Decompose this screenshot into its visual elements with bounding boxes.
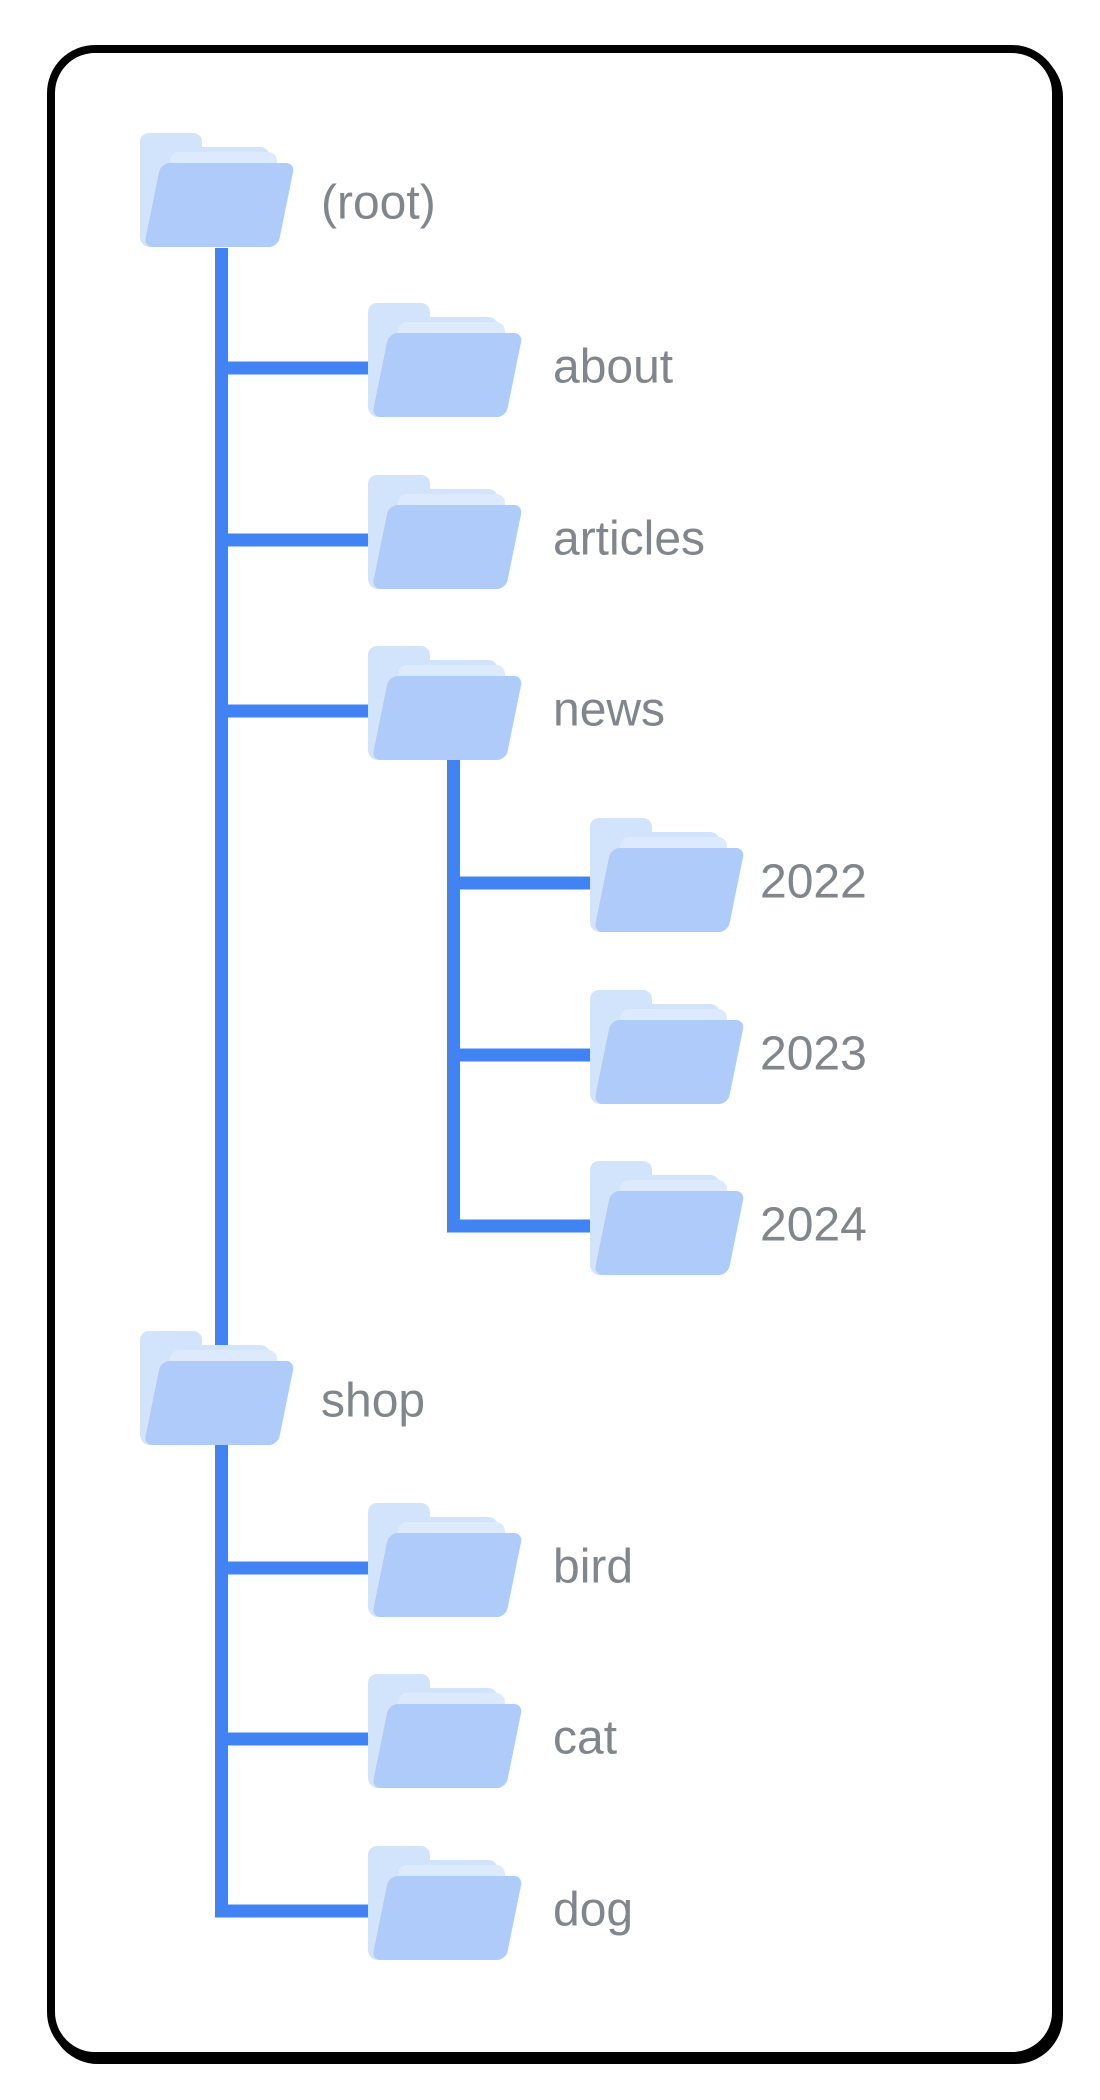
open-folder-icon (368, 1503, 523, 1617)
open-folder-icon (368, 1846, 523, 1960)
folder-label: (root) (321, 176, 436, 230)
tree-node-2023: 2023 (590, 990, 867, 1104)
open-folder-icon (590, 990, 745, 1104)
open-folder-icon (140, 1331, 295, 1445)
folder-label: shop (321, 1374, 426, 1428)
tree-node-2022: 2022 (590, 818, 867, 932)
open-folder-icon (590, 818, 745, 932)
open-folder-icon (368, 475, 523, 589)
folder-label: articles (553, 512, 706, 566)
open-folder-icon (590, 1161, 745, 1275)
folder-label: dog (553, 1883, 634, 1937)
tree-node-about: about (368, 303, 673, 417)
tree-node-bird: bird (368, 1503, 633, 1617)
folder-label: cat (553, 1711, 618, 1765)
open-folder-icon (368, 646, 523, 760)
tree-node-cat: cat (368, 1674, 617, 1788)
folder-label: news (553, 683, 666, 737)
open-folder-icon (368, 303, 523, 417)
tree-node-articles: articles (368, 475, 705, 589)
folder-label: about (553, 340, 674, 394)
tree-connector-lines (215, 248, 653, 1918)
tree-node-dog: dog (368, 1846, 633, 1960)
tree-node-news: news (368, 646, 665, 760)
open-folder-icon (368, 1674, 523, 1788)
folder-label: 2023 (760, 1027, 867, 1081)
tree-node-2024: 2024 (590, 1161, 867, 1275)
folder-label: 2024 (760, 1198, 867, 1252)
tree-node-root: (root) (140, 133, 436, 247)
tree-node-shop: shop (140, 1331, 425, 1445)
folder-label: 2022 (760, 855, 867, 909)
folder-label: bird (553, 1540, 634, 1594)
open-folder-icon (140, 133, 295, 247)
